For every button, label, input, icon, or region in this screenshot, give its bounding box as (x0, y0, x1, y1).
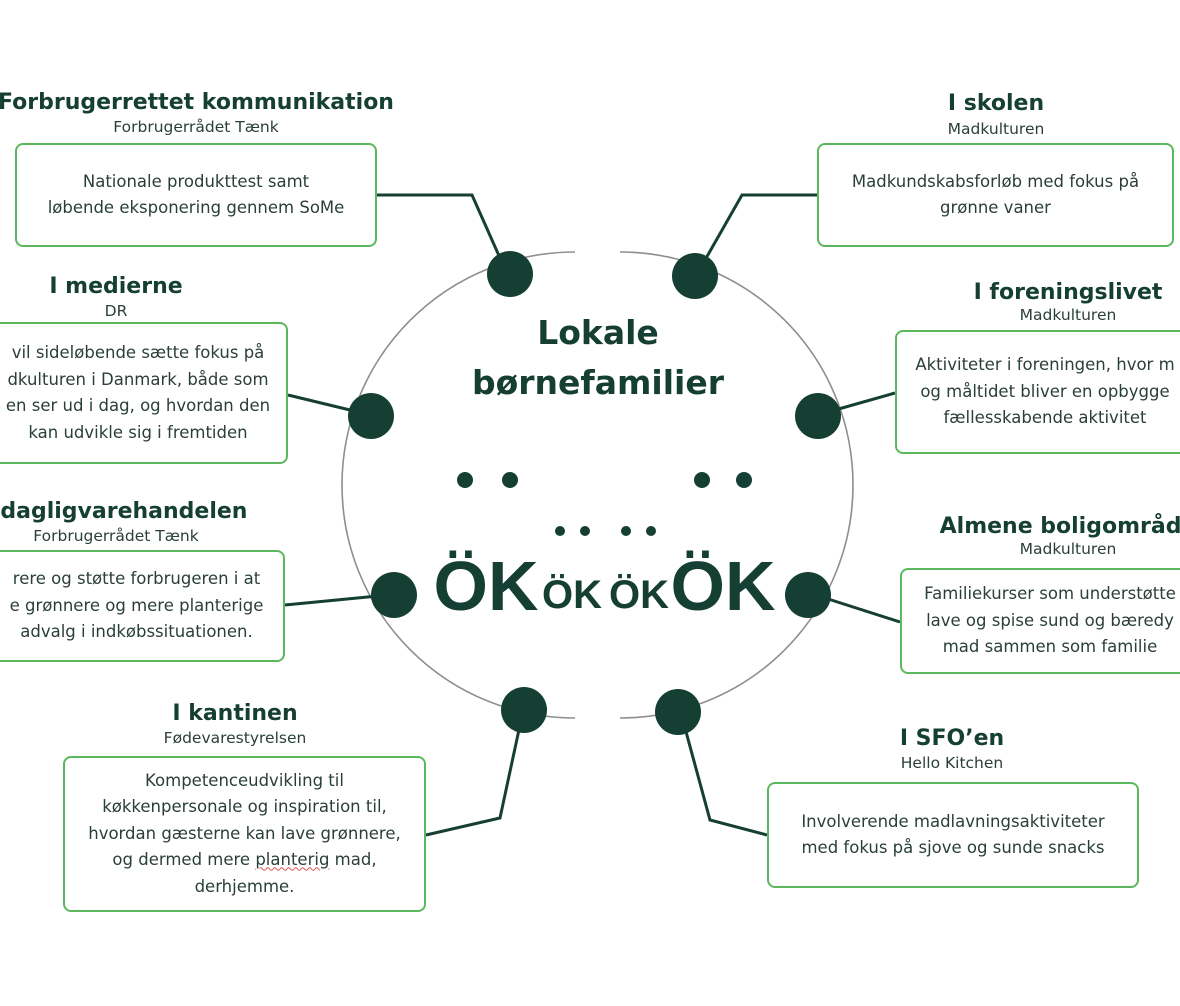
node-subtitle-i-sfoen: Hello Kitchen (900, 754, 1004, 772)
node-subtitle-i-kantinen: Fødevarestyrelsen (163, 729, 307, 747)
node-title-i-sfoen: I SFO’en (899, 726, 1005, 751)
logo-mark-3: ÖK (609, 526, 669, 617)
connector-i-foreningslivet (834, 391, 896, 412)
logo-mark-2: ÖK (542, 526, 602, 617)
ring-node-forbrugerrettet-kommunikation (487, 251, 533, 297)
node-title-i-dagligvarehandelen: I dagligvarehandelen (0, 499, 248, 524)
ring-node-i-medierne (348, 393, 394, 439)
node-subtitle-forbrugerrettet-kommunikation: Forbrugerrådet Tænk (113, 118, 279, 136)
ring-arc-right (619, 251, 854, 719)
spellcheck-marked-word: planterig (255, 850, 330, 870)
node-box-i-skolen: Madkundskabsforløb med fokus på grønne v… (817, 143, 1174, 247)
node-box-forbrugerrettet-kommunikation: Nationale produkttest samt løbende ekspo… (15, 143, 377, 247)
node-subtitle-i-medierne: DR (104, 302, 128, 320)
node-subtitle-i-foreningslivet: Madkulturen (1019, 306, 1117, 324)
connector-i-skolen (703, 193, 817, 261)
node-subtitle-i-skolen: Madkulturen (947, 120, 1045, 138)
node-text-i-kantinen: Kompetenceudvikling til køkkenpersonale … (88, 768, 401, 901)
node-title-i-kantinen: I kantinen (172, 701, 298, 726)
node-subtitle-i-dagligvarehandelen: Forbrugerrådet Tænk (33, 527, 199, 545)
center-title: Lokale børnefamilier (471, 313, 725, 402)
node-box-almene-boligomraader: Familiekurser som understøtte lave og sp… (900, 568, 1180, 674)
ring-arc-left (341, 251, 576, 719)
node-box-i-kantinen: Kompetenceudvikling til køkkenpersonale … (63, 756, 426, 912)
connector-almene-boligomraader (824, 596, 901, 624)
logo-mark-4: ÖK (671, 472, 776, 625)
connector-i-dagligvarehandelen (284, 594, 379, 607)
ring-node-almene-boligomraader (785, 572, 831, 618)
logo-mark-1: ÖK (434, 472, 539, 625)
node-title-i-skolen: I skolen (947, 91, 1045, 116)
node-title-almene-boligomraader: Almene boligområde (939, 514, 1180, 539)
connector-i-sfoen (683, 727, 768, 837)
node-box-i-medierne: vil sideløbende sætte fokus på dkulturen… (0, 322, 288, 464)
ring-node-i-dagligvarehandelen (371, 572, 417, 618)
logo-letter-2: ÖK (542, 572, 602, 617)
logo-letter-1: ÖK (434, 547, 539, 625)
node-box-i-foreningslivet: Aktiviteter i foreningen, hvor m og målt… (895, 330, 1180, 454)
logo-letter-3: ÖK (609, 572, 669, 617)
node-box-i-sfoen: Involverende madlavningsaktiviteter med … (767, 782, 1139, 888)
ring-node-i-sfoen (655, 689, 701, 735)
ring-node-i-skolen (672, 253, 718, 299)
connector-i-kantinen (425, 724, 522, 837)
node-subtitle-almene-boligomraader: Madkulturen (1019, 540, 1117, 558)
logo-letter-4: ÖK (671, 547, 776, 625)
node-text-i-kantinen-part2: mad, derhjemme. (194, 850, 377, 896)
node-title-forbrugerrettet-kommunikation: Forbrugerrettet kommunikation (0, 90, 394, 115)
ring-node-i-foreningslivet (795, 393, 841, 439)
node-text-i-kantinen-part1: Kompetenceudvikling til køkkenpersonale … (88, 770, 401, 870)
ring-node-i-kantinen (501, 687, 547, 733)
node-box-i-dagligvarehandelen: rere og støtte forbrugeren i at e grønne… (0, 550, 285, 662)
node-title-i-medierne: I medierne (49, 274, 183, 299)
node-title-i-foreningslivet: I foreningslivet (973, 280, 1163, 305)
connector-forbrugerrettet-kommunikation (377, 193, 502, 259)
connector-i-medierne (287, 393, 351, 412)
